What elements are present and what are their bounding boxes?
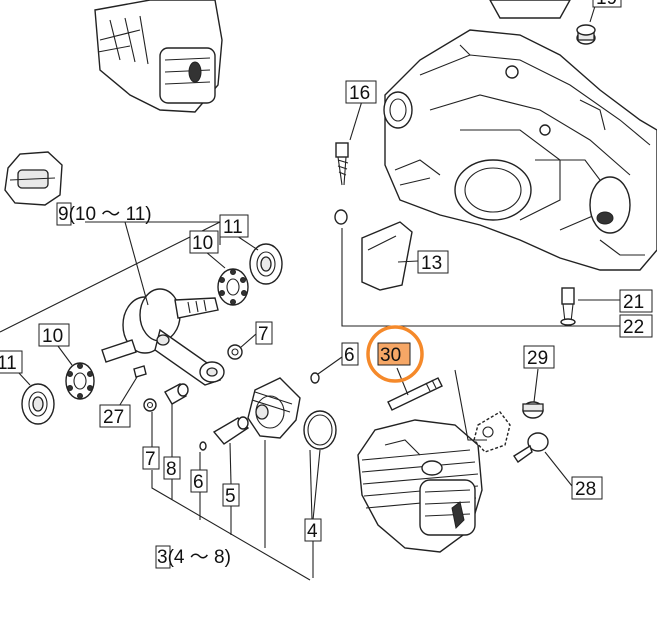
callout-box-9 — [56, 202, 72, 226]
part-21-bolt — [560, 287, 576, 326]
muffler-gasket — [473, 411, 511, 453]
callout-box-11b — [0, 350, 23, 374]
callout-30: 30 — [380, 345, 401, 366]
engine-assembly-thumbnail — [94, 0, 223, 113]
callout-box-21 — [619, 289, 653, 313]
callout-28: 28 — [575, 479, 596, 500]
callout-box-7a — [255, 321, 273, 345]
callout-6-upper: 6 — [344, 345, 355, 366]
part-7-needle-bearing-upper — [227, 344, 243, 360]
crankcase-housing — [383, 29, 657, 271]
part-piston — [247, 377, 301, 439]
callout-10-right: 10 — [192, 233, 213, 254]
callout-7-lower: 7 — [145, 449, 156, 470]
callout-10-left: 10 — [42, 326, 63, 347]
callout-11-right: 11 — [223, 217, 243, 238]
callout-box-28 — [571, 476, 603, 500]
callout-box-6a — [341, 342, 359, 366]
callout-4: 4 — [307, 521, 318, 542]
callout-box-5 — [222, 483, 240, 507]
callout-box-11a — [219, 214, 249, 238]
part-10-bearing-left — [65, 362, 95, 400]
leader-lines — [0, 2, 642, 581]
carb-part-thumbnail — [4, 151, 63, 206]
callout-9: 9(10 ～ 11) — [58, 204, 152, 225]
callout-box-7b — [142, 446, 160, 470]
callout-box-4 — [304, 518, 322, 542]
part-16-bolt — [335, 142, 349, 186]
callout-box-8 — [163, 456, 181, 480]
callout-5: 5 — [225, 486, 236, 507]
part-6-circlip-lower — [199, 441, 207, 451]
callout-8: 8 — [166, 459, 177, 480]
part-13-gasket — [361, 221, 413, 291]
callout-box-29 — [523, 345, 555, 369]
callout-27: 27 — [103, 407, 124, 428]
callout-box-10a — [189, 230, 219, 254]
part-6-circlip-upper — [310, 372, 320, 384]
callout-box-6b — [190, 469, 208, 493]
part-10-bearing-right — [217, 268, 249, 306]
part-4-piston-ring — [303, 410, 337, 450]
callout-7-upper: 7 — [258, 324, 269, 345]
callout-30-highlight: 30 — [366, 325, 424, 383]
callout-box-27 — [99, 404, 131, 428]
callout-box-30 — [377, 342, 411, 366]
part-28-bolt — [513, 432, 549, 463]
callout-box-13 — [417, 250, 449, 274]
callout-11-left: 11 — [0, 353, 17, 374]
callout-16: 16 — [349, 83, 370, 104]
callout-box-22 — [619, 314, 653, 338]
callout-box-3 — [155, 545, 171, 569]
callout-29: 29 — [527, 348, 548, 369]
callout-box-16 — [345, 80, 377, 104]
callout-21: 21 — [623, 292, 644, 313]
highlight-ring — [366, 325, 424, 383]
part-11-bearing-right — [249, 243, 283, 285]
callout-box-10b — [38, 323, 70, 347]
part-8-needle-bearing — [164, 383, 189, 405]
part-11-bearing-left — [21, 383, 55, 425]
part-27-key — [133, 365, 147, 378]
part-16-washer — [334, 209, 348, 225]
cylinder-assembly — [357, 419, 483, 553]
callout-box-19 — [592, 0, 622, 8]
callout-13: 13 — [421, 253, 442, 274]
callout-6-lower: 6 — [193, 472, 204, 493]
callout-3: 3(4 ～ 8) — [157, 547, 231, 568]
crankshaft — [101, 288, 225, 386]
part-5-piston-pin — [212, 416, 250, 445]
callout-19: 19 — [596, 0, 617, 9]
top-arrow-corner — [489, 0, 571, 19]
part-29-nut — [522, 401, 544, 419]
callout-22: 22 — [623, 317, 644, 338]
part-19-grommet — [576, 24, 596, 45]
part-30-stud — [387, 377, 443, 411]
part-7-washer-lower — [143, 398, 157, 412]
